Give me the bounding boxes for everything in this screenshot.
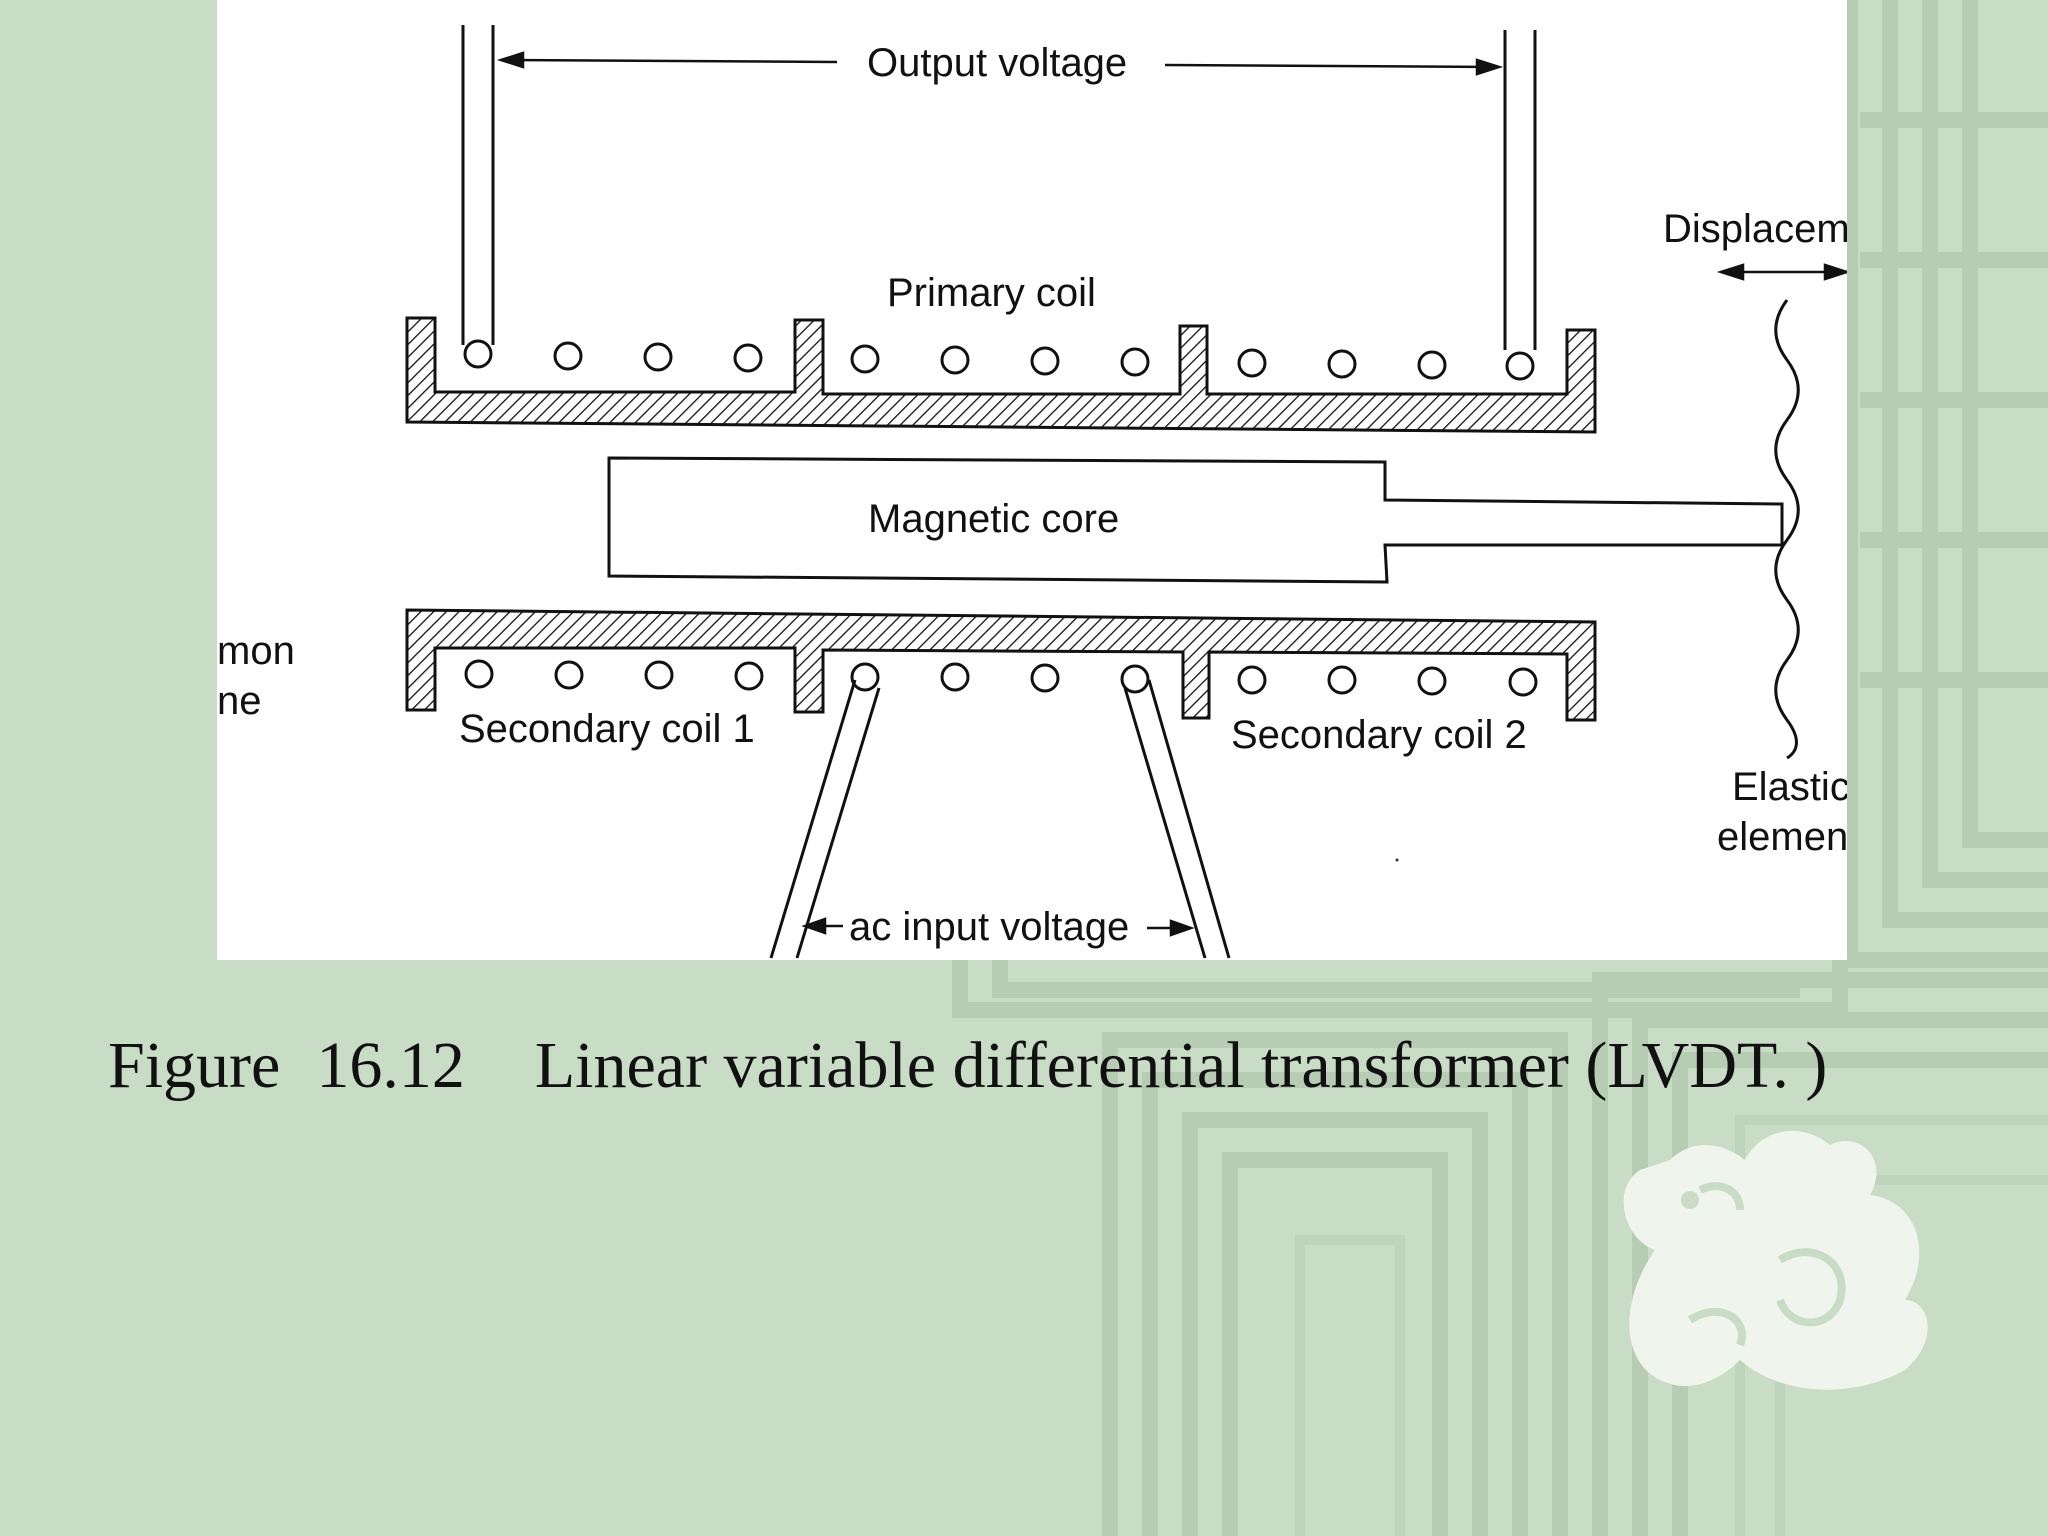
- output-voltage-arrow: [496, 51, 1504, 76]
- secondary-coil-1-label: Secondary coil 1: [459, 707, 755, 751]
- magnetic-core-label: Magnetic core: [868, 497, 1119, 541]
- primary-coil-label: Primary coil: [887, 271, 1096, 315]
- displacement-arrow: [1716, 263, 1847, 281]
- figure-caption: Figure 16.12 Linear variable differential …: [108, 1028, 2008, 1104]
- figure-number: 16.12: [316, 1029, 465, 1102]
- dragon-emblem-icon: [1623, 1130, 1928, 1390]
- output-leads: [461, 25, 1537, 350]
- ac-input-arrow: [801, 917, 1195, 937]
- figure-title: Linear variable differential transformer…: [534, 1029, 1828, 1102]
- common-label-2: ne: [217, 679, 262, 723]
- elastic-element-label-2: elemen: [1717, 815, 1847, 859]
- secondary-bobbin: [405, 608, 1597, 722]
- elastic-element: [1774, 299, 1800, 760]
- ac-input-leads: [769, 679, 1231, 959]
- primary-bobbin: [405, 316, 1597, 434]
- lvdt-diagram: Output voltage Primary coil Magnetic cor…: [217, 0, 1847, 960]
- displacement-label: Displacem: [1663, 207, 1847, 251]
- common-label-1: mon: [217, 629, 295, 673]
- primary-coil-turns: [463, 339, 1535, 381]
- stray-dot: [1395, 858, 1399, 862]
- ac-input-voltage-label: ac input voltage: [849, 905, 1129, 949]
- elastic-element-label-1: Elastic: [1732, 765, 1847, 809]
- figure-label: Figure: [108, 1029, 281, 1102]
- magnetic-core: [607, 456, 1784, 584]
- secondary-coil-turns: [464, 659, 1538, 697]
- secondary-coil-2-label: Secondary coil 2: [1231, 713, 1527, 757]
- output-voltage-label: Output voltage: [867, 41, 1127, 85]
